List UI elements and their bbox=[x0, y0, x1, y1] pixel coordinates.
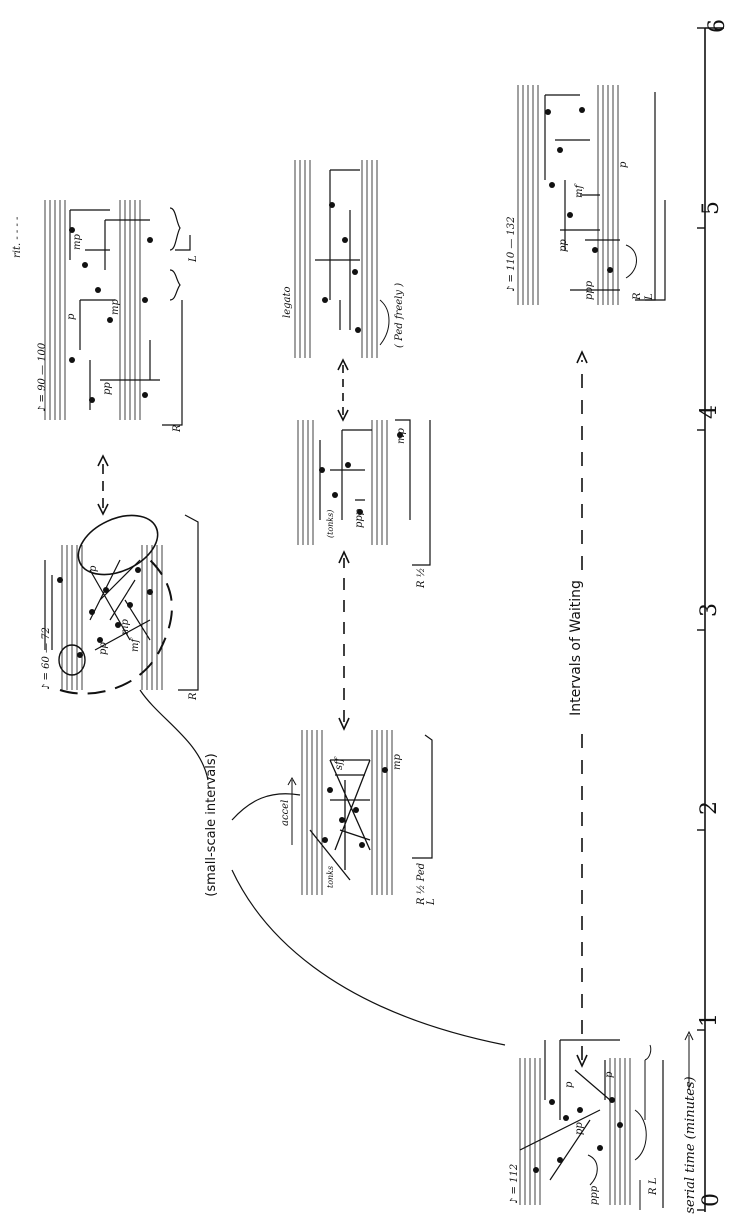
tick-label-3: 3 bbox=[697, 603, 722, 617]
fragment-e-staff-treble bbox=[298, 420, 313, 545]
fragment-d-text: accel tonks sff mp R ½ Ped L bbox=[280, 754, 437, 906]
fragment-g-hand: R bbox=[632, 292, 643, 301]
fragment-b-staff-bass bbox=[142, 545, 162, 690]
fragment-c-hand: R bbox=[172, 424, 183, 433]
connector-to-b bbox=[140, 690, 208, 780]
fragment-f-slur bbox=[380, 300, 389, 345]
fragment-c-rit: rit. - - - - bbox=[12, 216, 23, 258]
fragment-f-ped: ( Ped freely ) bbox=[394, 283, 405, 348]
waiting-label: Intervals of Waiting bbox=[568, 580, 584, 716]
tick-label-4: 4 bbox=[697, 405, 722, 419]
fragment-g-hand2: L bbox=[644, 293, 655, 301]
fragment-d-dyn1: sff bbox=[334, 756, 345, 770]
fragment-d-tonks: tonks bbox=[326, 866, 335, 888]
fragment-d-staff-treble bbox=[302, 730, 322, 895]
fragment-e-tonks: (tonks) bbox=[326, 510, 335, 538]
tick-label-2: 2 bbox=[697, 801, 722, 815]
fragment-f-staff-treble bbox=[295, 160, 310, 358]
fragment-c-dyn2: mp bbox=[110, 299, 121, 315]
fragment-c-bracket-r bbox=[162, 300, 182, 425]
fragment-b-dyn1: pp bbox=[98, 642, 109, 655]
fragment-c-dyn3: mp bbox=[72, 234, 83, 250]
fragment-c-dyn1: pp bbox=[102, 382, 113, 395]
fragment-d-accel: accel bbox=[280, 800, 291, 826]
fragment-g-dyn3: mf bbox=[574, 183, 585, 198]
fragment-a-dyn1: ppp bbox=[589, 1185, 600, 1205]
fragment-b-bracket bbox=[178, 515, 198, 690]
fragment-b-staff-treble bbox=[62, 545, 82, 690]
fragment-f-legato: legato bbox=[282, 286, 293, 318]
fragment-g-slur bbox=[626, 245, 637, 278]
fragment-d-bracket bbox=[412, 735, 432, 858]
fragment-g-dyn2: pp bbox=[558, 239, 569, 252]
fragment-a-text: ♪ = 112 ppp pp p p R L bbox=[509, 1071, 659, 1205]
fragment-d-hand2: L bbox=[426, 898, 437, 906]
fragment-e-bracket bbox=[412, 420, 430, 565]
fragment-e-text: (tonks) ppp mp R ½ bbox=[326, 428, 427, 589]
fragment-d bbox=[288, 730, 432, 895]
fragment-g-dyn1: ppp bbox=[584, 280, 595, 300]
tick-label-0: 0 bbox=[699, 1193, 724, 1207]
fragment-e-dyn1: ppp bbox=[354, 508, 365, 528]
fragment-c-hand2: L bbox=[188, 255, 199, 263]
connector-to-a bbox=[232, 870, 505, 1045]
fragment-g bbox=[518, 85, 665, 305]
fragment-d-staff-bass bbox=[372, 730, 392, 895]
fragment-g-staff-treble bbox=[518, 85, 538, 305]
fragment-b-dyn2: p bbox=[88, 565, 99, 572]
fragment-b-tempo: ♪ = 60 — 72 bbox=[41, 627, 52, 690]
fragment-g-bracket-r bbox=[635, 92, 655, 300]
tick-label-5: 5 bbox=[699, 201, 724, 215]
fragment-a-hand: R L bbox=[648, 1177, 659, 1196]
fragment-a-dyn3: p bbox=[564, 1081, 575, 1088]
fragment-a-tempo: ♪ = 112 bbox=[509, 1164, 520, 1204]
fragment-b-hand: R bbox=[188, 692, 199, 701]
time-axis: 6 5 4 3 2 1 0 serial time (minutes) bbox=[683, 19, 730, 1214]
fragment-c-staff-treble bbox=[45, 200, 65, 420]
fragment-b-dyn4: mf bbox=[130, 637, 141, 652]
tick-label-6: 6 bbox=[705, 19, 730, 33]
fragment-b-dyn3: mp bbox=[120, 619, 131, 635]
fragment-b-text: ♪ = 60 — 72 pp p mp mf R bbox=[41, 565, 199, 701]
fragment-e bbox=[298, 420, 430, 565]
fragment-a-staff-bass bbox=[610, 1058, 630, 1205]
fragment-d-dyn2: mp bbox=[392, 754, 403, 770]
fragment-e-dyn2: mp bbox=[396, 428, 407, 444]
fragment-g-tempo: ♪ = 110 — 132 bbox=[506, 216, 517, 292]
tick-label-1: 1 bbox=[697, 1013, 722, 1027]
fragment-c-brace-2 bbox=[170, 208, 180, 250]
fragment-b bbox=[45, 504, 198, 694]
fragment-f-staff-bass bbox=[362, 160, 377, 358]
fragment-c-dyn4: p bbox=[66, 313, 77, 320]
fragment-f-beams bbox=[315, 170, 360, 330]
fragment-e-staff-bass bbox=[372, 420, 387, 545]
small-scale-annotation: (small-scale intervals) bbox=[140, 690, 505, 1045]
fragment-c-staff-bass bbox=[120, 200, 140, 420]
fragment-a-slurs bbox=[588, 1110, 646, 1185]
fragment-a-dyn2: pp bbox=[574, 1122, 585, 1135]
fragment-e-hand: R ½ bbox=[416, 568, 427, 589]
fragment-a bbox=[520, 1040, 663, 1210]
fragment-g-dyn4: p bbox=[618, 161, 629, 168]
fragment-a-dyn4: p bbox=[604, 1071, 615, 1078]
fragment-a-staff-treble bbox=[520, 1058, 540, 1205]
fragment-c-tempo: ♪ = 90 — 100 bbox=[37, 342, 48, 412]
fragment-f-text: legato ( Ped freely ) bbox=[282, 283, 405, 348]
axis-label: serial time (minutes) bbox=[683, 1076, 698, 1213]
fragment-c-brace-1 bbox=[170, 270, 180, 300]
fragment-f bbox=[295, 160, 389, 358]
waiting-label-text: Intervals of Waiting bbox=[568, 580, 584, 716]
